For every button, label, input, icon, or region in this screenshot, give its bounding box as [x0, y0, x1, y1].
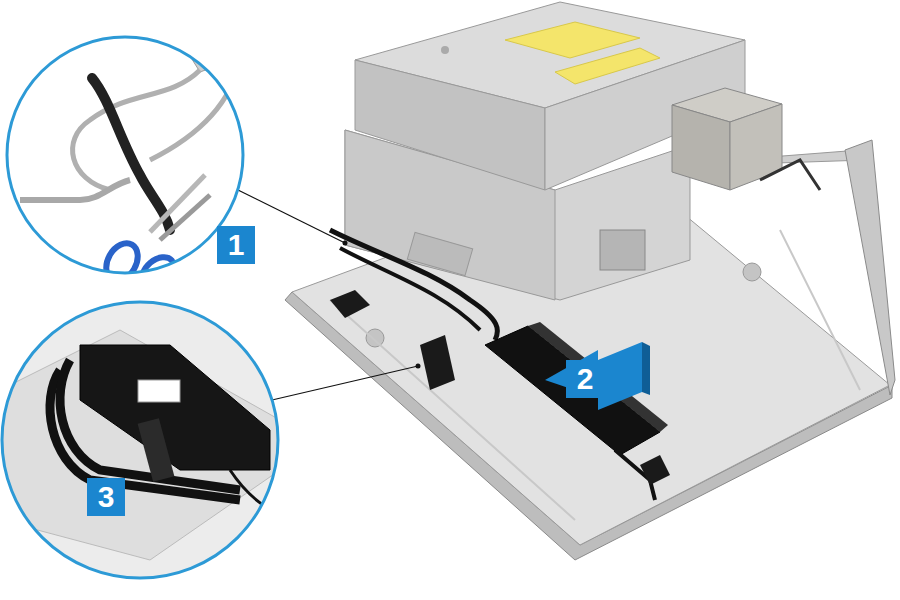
callout-number: 2 — [566, 360, 604, 398]
callout-number: 3 — [87, 478, 125, 516]
optical-drive — [355, 2, 745, 190]
inset-cut-strap — [7, 20, 260, 293]
power-adapter — [330, 230, 670, 500]
inset-wrapped-adapter — [0, 302, 280, 578]
wireless-module — [672, 88, 820, 190]
inset-border — [2, 302, 278, 578]
callout-number: 1 — [217, 226, 255, 264]
leader-line — [272, 366, 418, 400]
direction-arrow — [545, 342, 650, 410]
inset-border — [7, 37, 243, 273]
leader-dot — [416, 364, 421, 369]
leader-dot — [343, 241, 348, 246]
